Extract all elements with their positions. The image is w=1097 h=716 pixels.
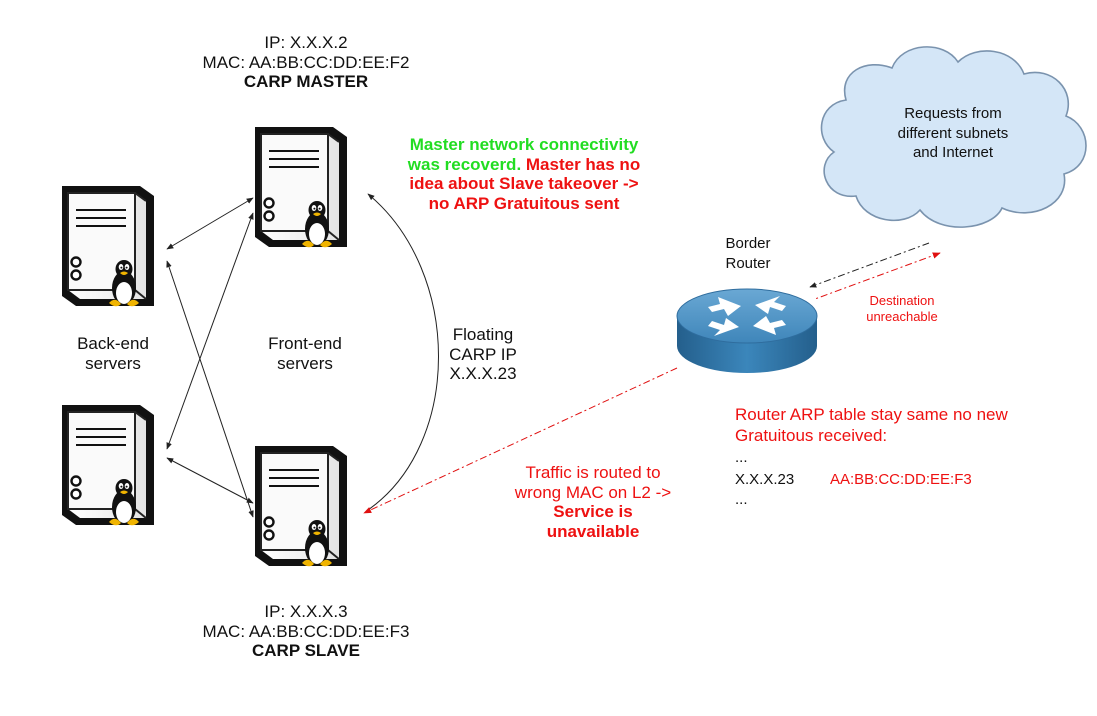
floating-ip-curve (367, 193, 439, 511)
floating-ip-line2: CARP IP (449, 344, 517, 364)
carp-slave-server (255, 446, 347, 566)
destination-unreachable-label: Destination unreachable (842, 293, 962, 326)
destination-unreachable-link (814, 252, 941, 300)
router-label: Border Router (700, 234, 796, 273)
master-note-line4: no ARP Gratuitous sent (428, 194, 620, 214)
router-cloud-link (809, 242, 930, 288)
frontend-label: Front-end servers (250, 334, 360, 373)
frontend-label-line1: Front-end (268, 334, 342, 353)
arp-table-title-line2: Gratuitous received: (735, 426, 888, 446)
backend-label: Back-end servers (58, 334, 168, 373)
cloud-text-line1: Requests from (904, 105, 1002, 122)
traffic-note-line2: wrong MAC on L2 -> (514, 482, 672, 502)
master-note-line1: Master network connectivity (409, 135, 639, 154)
carp-master-server (255, 127, 347, 247)
traffic-note-line4: unavailable (546, 522, 640, 542)
arp-table-dots-top: ... (735, 449, 748, 466)
router-label-line1: Border (725, 235, 771, 252)
cloud-text-line3: and Internet (912, 144, 994, 161)
server-links (166, 197, 254, 518)
master-mac: MAC: AA:BB:CC:DD:EE:F2 (202, 52, 410, 72)
master-note-line2-green: was recoverd. (407, 154, 522, 174)
slave-role: CARP SLAVE (251, 641, 360, 661)
destination-unreachable-line2: unreachable (866, 309, 938, 325)
traffic-note-line3: Service is (553, 502, 633, 522)
cloud-text-line2: different subnets (897, 124, 1009, 142)
floating-ip-label: Floating CARP IP X.X.X.23 (433, 325, 533, 384)
floating-ip-line3: X.X.X.23 (449, 364, 517, 384)
master-ip: IP: X.X.X.2 (264, 33, 348, 52)
arp-table-dots-bottom: ... (735, 491, 748, 508)
master-note-line3: idea about Slave takeover -> (409, 174, 639, 194)
master-note: Master network connectivity was recoverd… (376, 135, 672, 214)
arp-table-title: Router ARP table stay same no new Gratui… (735, 404, 1008, 447)
traffic-note-line1: Traffic is routed to (525, 463, 661, 482)
slave-ip: IP: X.X.X.3 (264, 602, 348, 621)
router-label-line2: Router (725, 254, 771, 272)
backend-label-line2: servers (85, 353, 141, 373)
slave-mac: MAC: AA:BB:CC:DD:EE:F3 (202, 621, 410, 641)
cloud-shape (820, 46, 1087, 228)
cloud-text: Requests from different subnets and Inte… (880, 104, 1026, 163)
master-labels: IP: X.X.X.2 MAC: AA:BB:CC:DD:EE:F2 CARP … (198, 33, 414, 92)
traffic-to-slave-link (363, 367, 678, 514)
frontend-label-line2: servers (277, 353, 333, 373)
arp-table-mac: AA:BB:CC:DD:EE:F3 (830, 471, 972, 488)
border-router (676, 288, 818, 373)
slave-labels: IP: X.X.X.3 MAC: AA:BB:CC:DD:EE:F3 CARP … (198, 602, 414, 661)
floating-ip-line1: Floating (452, 325, 514, 344)
backend-server-top (62, 186, 154, 306)
destination-unreachable-line1: Destination (869, 293, 935, 308)
arp-table-ip: X.X.X.23 (735, 471, 795, 488)
arp-table-title-line1: Router ARP table stay same no new (735, 405, 1008, 424)
traffic-note: Traffic is routed to wrong MAC on L2 -> … (498, 463, 688, 542)
master-note-line2: was recoverd. Master has no (376, 155, 672, 175)
backend-label-line1: Back-end (77, 334, 149, 353)
backend-server-bottom (62, 405, 154, 525)
master-role: CARP MASTER (243, 72, 369, 92)
master-note-line2-red: Master has no (521, 154, 641, 174)
